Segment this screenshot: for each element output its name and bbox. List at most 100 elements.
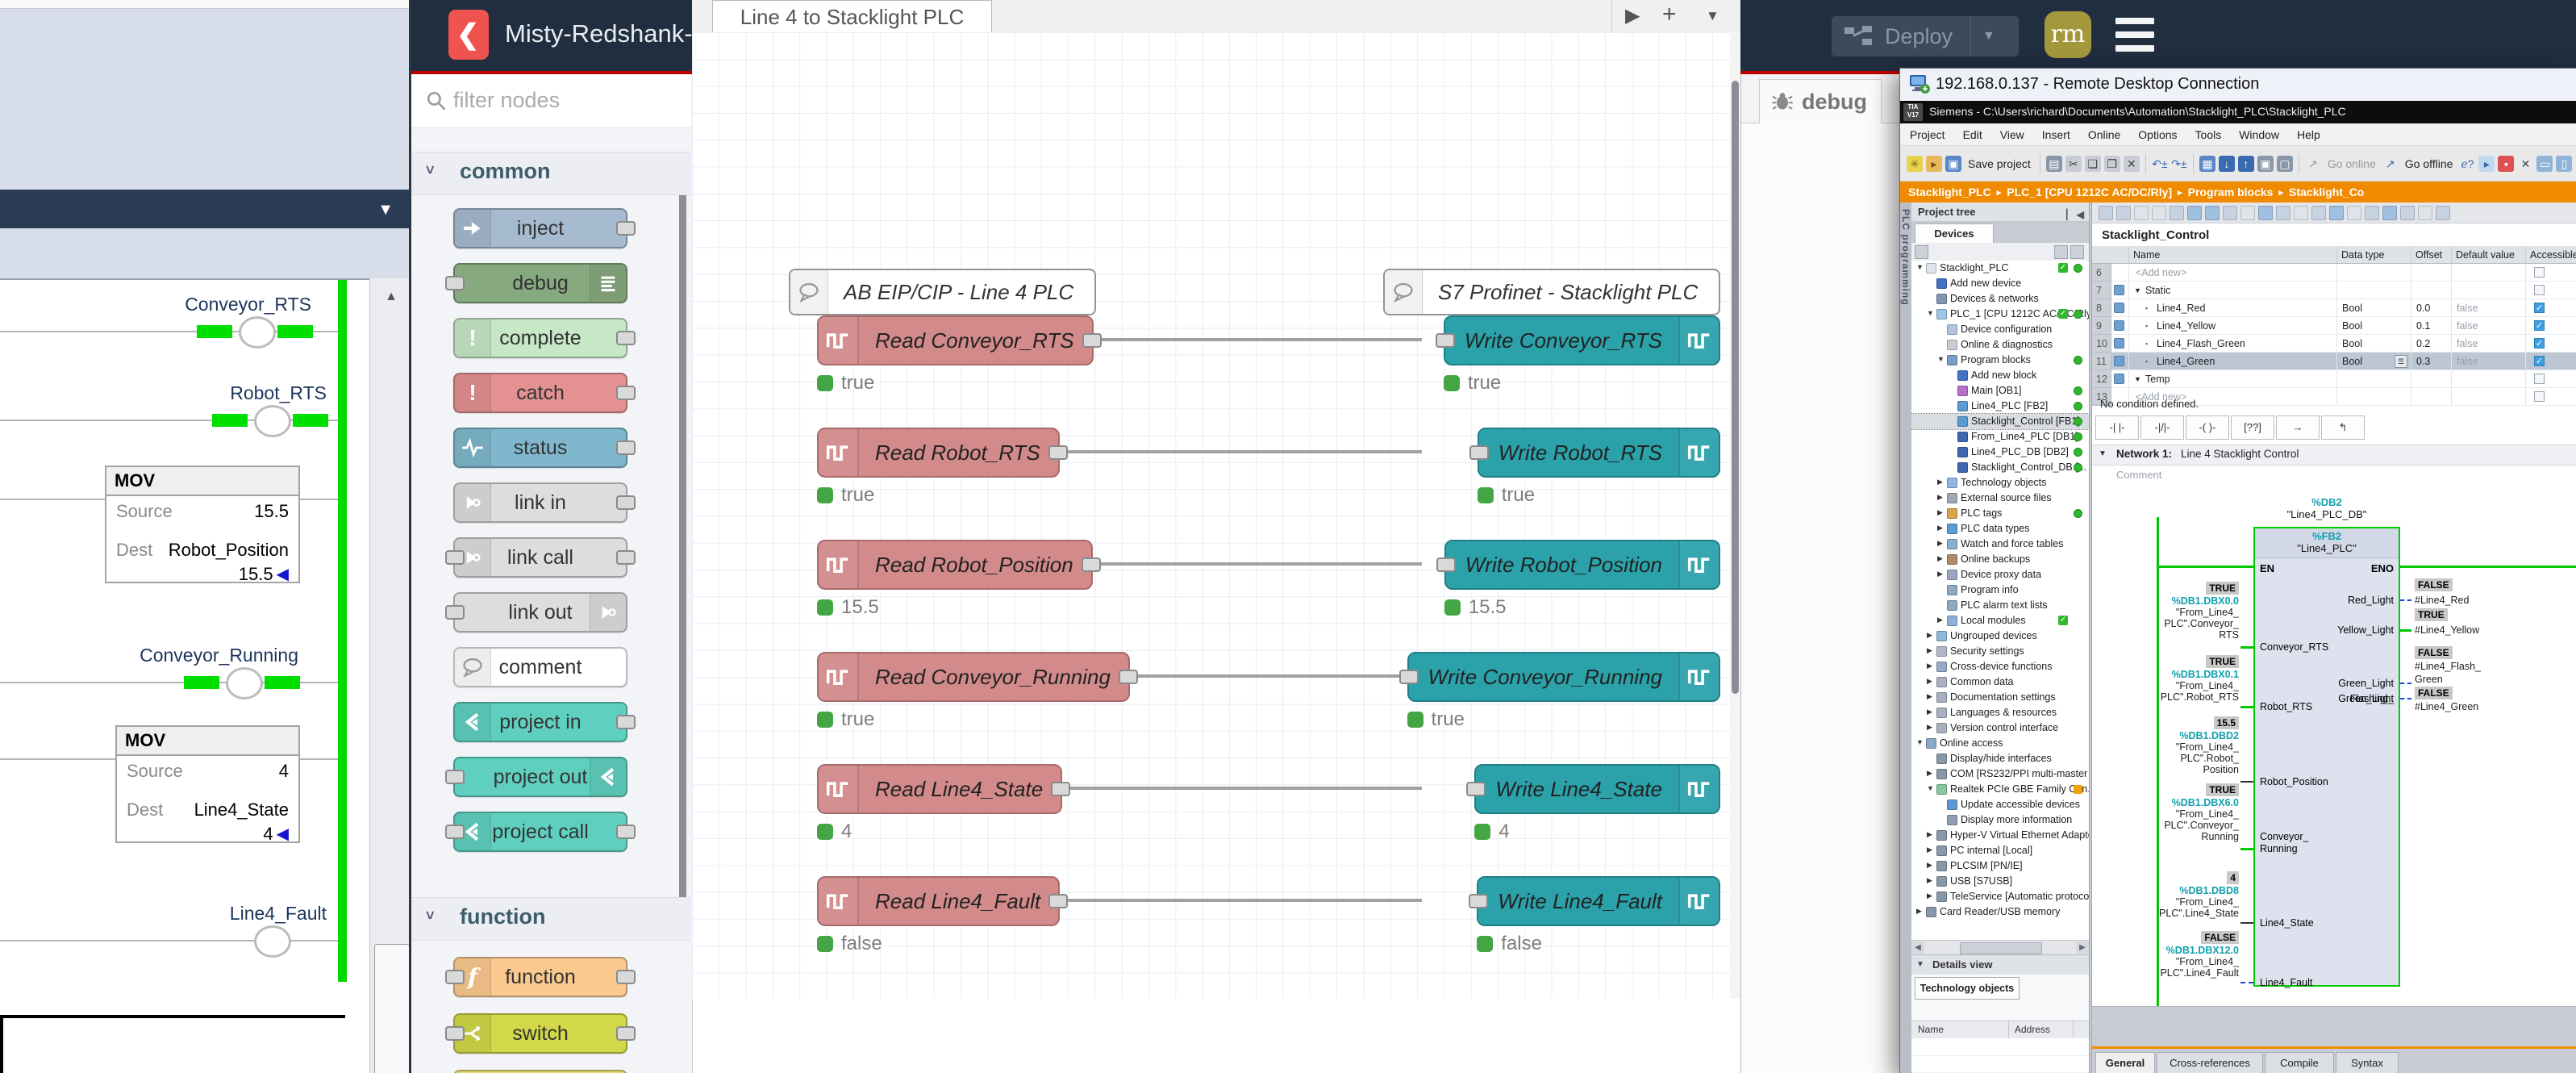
lad-toolbar-icon[interactable] xyxy=(2347,205,2361,220)
table-col-header[interactable]: Name xyxy=(2129,246,2337,264)
panel-collapse-icons[interactable]: ▏ ◀ xyxy=(2066,209,2084,220)
lad-element-button[interactable]: -( )- xyxy=(2186,415,2229,440)
redo-icon[interactable]: ↷± xyxy=(2171,157,2187,170)
tree-item[interactable]: ▼PLC_1 [CPU 1212C AC/DC/Rly]✓ xyxy=(1911,307,2089,322)
tree-item[interactable]: Line4_PLC [FB2] xyxy=(1911,399,2089,414)
table-col-header[interactable]: Offset xyxy=(2411,246,2452,264)
breadcrumb-item[interactable]: Stacklight_PLC xyxy=(1908,186,1991,198)
cell-name[interactable]: <Add new> xyxy=(2129,264,2337,282)
output-port[interactable] xyxy=(616,440,636,455)
tree-collapse-icon[interactable]: ▶ xyxy=(1937,539,1943,547)
tree-item[interactable]: Online & diagnostics xyxy=(1911,337,2089,353)
tree-item[interactable]: ▶Cross-device functions xyxy=(1911,659,2089,674)
menu-options[interactable]: Options xyxy=(2138,127,2178,141)
input-port[interactable] xyxy=(445,1026,465,1041)
tab-compile[interactable]: Compile xyxy=(2265,1052,2334,1073)
coil-symbol[interactable] xyxy=(254,925,291,958)
menu-tools[interactable]: Tools xyxy=(2195,127,2222,141)
split-h-icon[interactable]: ▭ xyxy=(2536,155,2553,172)
cell-datatype[interactable] xyxy=(2337,264,2411,282)
go-offline-label[interactable]: Go offline xyxy=(2404,157,2453,170)
flow-node-write[interactable]: Write Conveyor_Running xyxy=(1398,652,1720,702)
flow-tab[interactable]: Line 4 to Stacklight PLC xyxy=(712,0,992,33)
accessible-checkbox[interactable]: ✓ xyxy=(2534,356,2545,366)
output-port[interactable] xyxy=(1082,333,1102,348)
menu-view[interactable]: View xyxy=(1999,127,2024,141)
cell-name[interactable]: ▼Temp xyxy=(2129,370,2337,388)
palette-node-link in[interactable]: link in xyxy=(453,482,636,523)
tree-item[interactable]: Stacklight_Control_DB [... xyxy=(1911,460,2089,475)
row-caret-icon[interactable]: ▼ xyxy=(2134,375,2141,383)
flow-node-read[interactable]: Read Robot_Position xyxy=(817,540,1101,590)
scroll-right-icon[interactable]: ▶ xyxy=(2076,941,2089,954)
lad-toolbar-icon[interactable] xyxy=(2187,205,2202,220)
tree-collapse-icon[interactable]: ▶ xyxy=(1927,646,1932,654)
tree-item[interactable]: Device configuration xyxy=(1911,322,2089,337)
accessible-checkbox[interactable]: ✓ xyxy=(2534,320,2545,331)
input-operand[interactable]: 15.5%DB1.DBD2"From_Line4_PLC".Robot_Posi… xyxy=(2100,716,2239,775)
tree-collapse-icon[interactable]: ▶ xyxy=(1927,708,1932,716)
tree-item[interactable]: Stacklight_Control [FB1] xyxy=(1911,413,2089,430)
lad-toolbar-icon[interactable] xyxy=(2418,205,2432,220)
tree-expand-icon[interactable]: ▼ xyxy=(1937,355,1945,363)
flow-next-icon[interactable]: ▶ xyxy=(1625,5,1640,27)
input-port[interactable] xyxy=(1469,894,1489,908)
output-port[interactable] xyxy=(616,386,636,400)
palette-scrollbar[interactable] xyxy=(677,187,687,937)
window2-icon[interactable]: ▪ xyxy=(2498,155,2515,172)
tree-item[interactable]: ▶PLC data types xyxy=(1911,521,2089,536)
tree-collapse-icon[interactable]: ▶ xyxy=(1927,830,1932,838)
cell-datatype[interactable]: Bool xyxy=(2337,335,2411,353)
table-col-header[interactable]: Default value xyxy=(2452,246,2526,264)
input-port[interactable] xyxy=(1436,557,1456,572)
output-port[interactable] xyxy=(1048,894,1069,908)
flow-node-read[interactable]: Read Line4_Fault xyxy=(817,876,1069,926)
menu-window[interactable]: Window xyxy=(2239,127,2280,141)
close-x-icon[interactable]: ✕ xyxy=(2520,157,2531,170)
tree-item[interactable]: Update accessible devices xyxy=(1911,797,2089,812)
lad-toolbar-icon[interactable] xyxy=(2258,205,2273,220)
breadcrumb-item[interactable]: Stacklight_Co xyxy=(2289,186,2365,198)
lad-toolbar-icon[interactable] xyxy=(2311,205,2326,220)
tree-collapse-icon[interactable]: ▶ xyxy=(1927,692,1932,700)
flow-node-read[interactable]: Read Line4_State xyxy=(817,764,1071,814)
lad-element-button[interactable]: ↰ xyxy=(2321,415,2365,440)
start-cpu-icon[interactable]: ▣ xyxy=(2257,155,2274,172)
tab-devices[interactable]: Devices xyxy=(1915,223,1994,244)
sidebar-tab-debug[interactable]: debug xyxy=(1759,79,1882,123)
go-online-label[interactable]: Go online xyxy=(2327,157,2376,170)
accessible-checkbox[interactable] xyxy=(2534,391,2545,402)
tree-collapse-icon[interactable]: ▶ xyxy=(1927,891,1932,900)
output-port[interactable] xyxy=(616,715,636,729)
deploy-button[interactable]: Deploy ▼ xyxy=(1832,16,2019,56)
menu-online[interactable]: Online xyxy=(2087,127,2121,141)
tree-collapse-icon[interactable]: ▶ xyxy=(1927,845,1932,854)
lad-toolbar-icon[interactable] xyxy=(2400,205,2415,220)
tree-item[interactable]: Display more information xyxy=(1911,812,2089,828)
lad-toolbar-icon[interactable] xyxy=(2294,205,2308,220)
tree-collapse-icon[interactable]: ▶ xyxy=(1927,861,1932,869)
lad-element-button[interactable]: [??] xyxy=(2231,415,2274,440)
tree-collapse-icon[interactable]: ▶ xyxy=(1937,570,1943,578)
cell-datatype[interactable]: Bool xyxy=(2337,299,2411,317)
lad-toolbar-icon[interactable] xyxy=(2436,205,2450,220)
lad-toolbar-icon[interactable] xyxy=(2365,205,2379,220)
tree-expand-icon[interactable]: ▼ xyxy=(1916,263,1924,271)
palette-node-link out[interactable]: link out xyxy=(445,592,627,633)
tree-collapse-icon[interactable]: ▶ xyxy=(1937,616,1943,624)
cell-datatype[interactable]: Bool☰ xyxy=(2337,353,2411,370)
palette-node-complete[interactable]: complete! xyxy=(453,318,636,358)
input-port[interactable] xyxy=(445,550,465,565)
palette-node-inject[interactable]: inject xyxy=(453,208,636,248)
tree-collapse-icon[interactable]: ▶ xyxy=(1937,478,1943,486)
tree-item[interactable]: ▶Languages & resources xyxy=(1911,705,2089,720)
input-port[interactable] xyxy=(445,770,465,784)
deploy-caret-icon[interactable]: ▼ xyxy=(1982,29,1995,43)
tree-item[interactable]: ▶PLCSIM [PN/IE] xyxy=(1911,858,2089,874)
output-port[interactable] xyxy=(616,550,636,565)
input-port[interactable] xyxy=(445,276,465,290)
